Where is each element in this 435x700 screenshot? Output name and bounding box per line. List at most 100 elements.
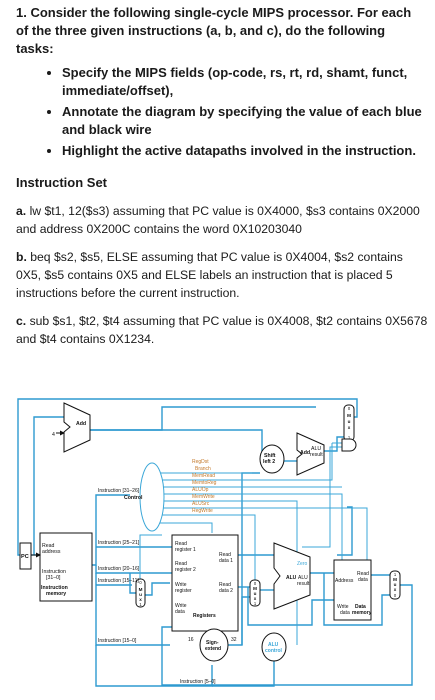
bits-label: 32 [231, 637, 237, 643]
black-arrows [31, 430, 65, 558]
control-signal: Branch [195, 466, 211, 472]
svg-text:1: 1 [254, 601, 257, 606]
control-signal: MemWrite [192, 494, 215, 500]
svg-text:Read: Read [219, 582, 231, 588]
alu-control [261, 632, 287, 662]
alu [273, 542, 311, 610]
instruction-mem-label: Instruction [41, 585, 68, 591]
sign-extend-label: Sign- [206, 640, 219, 646]
add2-label: result [310, 452, 323, 458]
svg-text:M: M [139, 587, 143, 592]
svg-text:register: register [175, 588, 192, 594]
misc-labels: Sign- extend 16 32 Zero ALU ALU result A… [188, 561, 372, 654]
bits-label: 16 [188, 637, 194, 643]
branch-adder [296, 432, 325, 476]
control-signal: RegWrite [192, 508, 213, 514]
data-memory-label: Read [357, 571, 369, 577]
instr-field: Instruction [25–21] [98, 540, 140, 546]
register-file [171, 534, 239, 632]
diagram-labels: PC Read address Instruction [31–0] Instr… [21, 421, 323, 597]
pc-register [19, 542, 32, 570]
add1-label: Add [76, 421, 86, 427]
svg-text:u: u [348, 419, 351, 424]
svg-text:x: x [394, 587, 397, 592]
read-address-label: Read [42, 543, 55, 549]
instruction-c-label: c. [16, 314, 27, 328]
svg-text:0: 0 [139, 580, 142, 585]
instruction-a-text: lw $t1, 12($s3) assuming that PC value i… [16, 204, 420, 236]
svg-text:register 1: register 1 [175, 547, 196, 553]
svg-text:data: data [175, 609, 185, 615]
instruction-c: c. sub $s1, $t2, $t4 assuming that PC va… [16, 312, 428, 348]
mux-letters: M u x M u x M u x M u x [139, 413, 398, 602]
svg-text:M: M [253, 586, 257, 591]
alu-control-label: control [265, 648, 283, 654]
branch-and-gate [341, 438, 357, 452]
data-memory [333, 559, 372, 621]
instruction-b: b. beq $s2, $s5, ELSE assuming that PC v… [16, 248, 428, 302]
data-memory-label: memory [352, 610, 372, 616]
alusrc-mux [249, 579, 261, 607]
control-signal-labels: RegDst Branch MemRead MemtoReg ALUOp Mem… [192, 459, 217, 514]
control-signal: ALUOp [192, 487, 209, 493]
svg-text:M: M [393, 577, 397, 582]
alu-control-label: ALU [268, 642, 279, 648]
four-label: 4 [52, 432, 55, 438]
memtoreg-mux [389, 570, 401, 600]
svg-text:data 2: data 2 [219, 588, 233, 594]
task-item: Specify the MIPS fields (op-code, rs, rt… [62, 64, 426, 100]
instr-field: Instruction [15–0] [98, 638, 137, 644]
instruction-b-text: beq $s2, $s5, ELSE assuming that PC valu… [16, 250, 403, 300]
control-wires [139, 442, 368, 645]
control-signal: MemRead [192, 473, 215, 479]
control-signal: RegDst [192, 459, 209, 465]
task-item: Highlight the active datapaths involved … [62, 142, 426, 160]
question-block: 1. Consider the following single-cycle M… [16, 4, 426, 163]
instruction-set-heading: Instruction Set [16, 175, 108, 190]
instruction-a: a. lw $t1, 12($s3) assuming that PC valu… [16, 202, 428, 238]
svg-text:data 1: data 1 [219, 558, 233, 564]
question-title: 1. Consider the following single-cycle M… [16, 5, 412, 56]
svg-text:0: 0 [254, 581, 257, 586]
instr-field: Instruction [5–0] [180, 679, 216, 685]
instruction-field-labels: Instruction [31–26] Instruction [25–21] … [98, 488, 216, 685]
mux-inputs: 0 1 0 1 0 1 1 0 [139, 406, 397, 607]
regdst-mux [135, 578, 146, 608]
shift-left-2 [259, 444, 285, 474]
svg-text:Read: Read [175, 541, 187, 547]
instr-field: Instruction [31–26] [98, 488, 140, 494]
control-unit [139, 462, 165, 532]
svg-text:u: u [254, 591, 257, 596]
sign-extend-label: extend [205, 646, 221, 652]
instruction-c-text: sub $s1, $t2, $t4 assuming that PC value… [16, 314, 428, 346]
svg-text:1: 1 [394, 572, 397, 577]
sign-extend [199, 628, 229, 662]
add2-label: ALU [311, 446, 321, 452]
instruction-b-label: b. [16, 250, 27, 264]
instruction-a-label: a. [16, 204, 27, 218]
instruction-mem-label: memory [46, 591, 66, 597]
alu-label: result [297, 581, 310, 587]
instruction-mem-label: [31–0] [46, 575, 61, 581]
svg-text:1: 1 [348, 435, 351, 440]
svg-text:Read: Read [219, 552, 231, 558]
svg-text:x: x [254, 596, 257, 601]
svg-text:Write: Write [175, 582, 187, 588]
data-memory-label: data [358, 577, 368, 583]
instruction-memory [39, 532, 93, 602]
svg-text:u: u [139, 592, 142, 597]
pc-adder [63, 402, 91, 453]
task-item: Annotate the diagram by specifying the v… [62, 103, 426, 139]
svg-text:Write: Write [175, 603, 187, 609]
data-memory-label: Write [337, 604, 349, 610]
pc-label: PC [21, 554, 29, 560]
svg-text:x: x [139, 597, 142, 602]
read-address-label: address [42, 549, 61, 555]
add2-label: Add [300, 450, 310, 456]
data-memory-label: Address [335, 578, 354, 584]
instruction-mem-label: Instruction [42, 569, 66, 575]
data-memory-label: Data [355, 604, 366, 610]
shift-label: left 2 [263, 459, 275, 465]
alu-label: ALU [286, 575, 297, 581]
svg-text:1: 1 [139, 602, 142, 607]
